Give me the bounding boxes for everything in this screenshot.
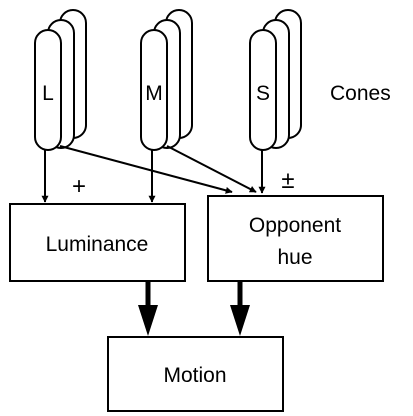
arrow-luminance-to-motion <box>138 281 158 336</box>
cone-m-label: M <box>145 82 163 105</box>
opponent-label-line1: Opponent <box>249 214 341 237</box>
cone-m-stack: M <box>140 9 193 151</box>
motion-box <box>107 336 284 412</box>
arrow-m-to-opponent <box>166 145 257 193</box>
opponent-label-line2: hue <box>277 246 312 269</box>
cone-s-label: S <box>256 82 270 105</box>
cone-s-stack: S <box>249 9 302 151</box>
cone-l-label: L <box>42 82 54 105</box>
arrow-opponent-to-motion <box>230 281 250 336</box>
plus-sign: + <box>72 173 86 200</box>
arrow-l-to-opponent <box>59 145 233 194</box>
plus-minus-sign: ± <box>281 167 294 194</box>
cones-label: Cones <box>330 82 391 105</box>
cone-m <box>140 29 168 151</box>
cone-l <box>34 29 62 151</box>
opponent-hue-box <box>207 195 384 282</box>
motion-label: Motion <box>163 364 226 387</box>
luminance-box <box>9 203 186 282</box>
cone-l-stack: L <box>34 9 87 151</box>
luminance-label: Luminance <box>46 233 149 256</box>
